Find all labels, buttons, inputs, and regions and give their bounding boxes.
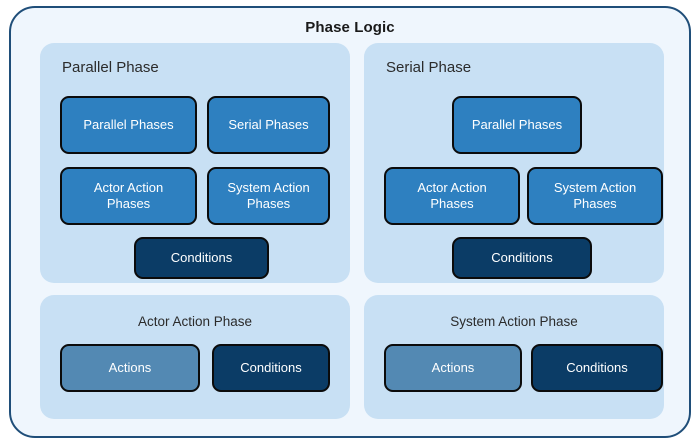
node-parallel-phase-conditions[interactable]: Conditions bbox=[134, 237, 269, 279]
node-serial-phase-conditions[interactable]: Conditions bbox=[452, 237, 592, 279]
panel-title-serial-phase: Serial Phase bbox=[386, 59, 472, 76]
node-label-line1: System Action bbox=[227, 180, 310, 195]
node-label: Serial Phases bbox=[228, 117, 309, 132]
node-parallel-phase-serial-phases[interactable]: Serial Phases bbox=[207, 96, 330, 154]
node-label: Conditions bbox=[170, 250, 233, 265]
node-label: Conditions bbox=[566, 360, 628, 375]
node-label: Conditions bbox=[491, 250, 553, 265]
panel-serial-phase: Serial Phase Parallel Phases Actor Actio… bbox=[364, 43, 664, 283]
node-serial-phase-parallel-phases[interactable]: Parallel Phases bbox=[452, 96, 582, 154]
node-label: Conditions bbox=[240, 360, 302, 375]
node-label-line1: System Action bbox=[553, 180, 637, 195]
node-label: Actions bbox=[108, 360, 152, 375]
panel-title-parallel-phase: Parallel Phase bbox=[62, 59, 159, 76]
node-parallel-phase-parallel-phases[interactable]: Parallel Phases bbox=[60, 96, 197, 154]
node-actor-action-phase-conditions[interactable]: Conditions bbox=[212, 344, 330, 392]
panel-title-system-action-phase: System Action Phase bbox=[450, 314, 578, 329]
panel-actor-action-phase: Actor Action Phase Actions Conditions bbox=[40, 295, 350, 419]
node-label-line2: Phases bbox=[430, 196, 474, 211]
panel-system-action-phase: System Action Phase Actions Conditions bbox=[364, 295, 664, 419]
node-label: Parallel Phases bbox=[83, 117, 174, 132]
node-label: Parallel Phases bbox=[471, 117, 563, 132]
phase-logic-diagram: Phase Logic Parallel Phase Parallel Phas… bbox=[9, 6, 691, 438]
node-system-action-phase-conditions[interactable]: Conditions bbox=[531, 344, 663, 392]
node-label-line1: Actor Action bbox=[93, 180, 164, 195]
node-label-line1: Actor Action bbox=[417, 180, 487, 195]
node-actor-action-phase-actions[interactable]: Actions bbox=[60, 344, 200, 392]
diagram-title: Phase Logic bbox=[305, 19, 395, 36]
node-label-line2: Phases bbox=[573, 196, 617, 211]
node-label: Actions bbox=[431, 360, 475, 375]
panel-title-actor-action-phase: Actor Action Phase bbox=[137, 314, 253, 329]
node-system-action-phase-actions[interactable]: Actions bbox=[384, 344, 522, 392]
node-label-line2: Phases bbox=[106, 196, 151, 211]
node-label-line2: Phases bbox=[246, 196, 291, 211]
panel-parallel-phase: Parallel Phase Parallel Phases Serial Ph… bbox=[40, 43, 350, 283]
